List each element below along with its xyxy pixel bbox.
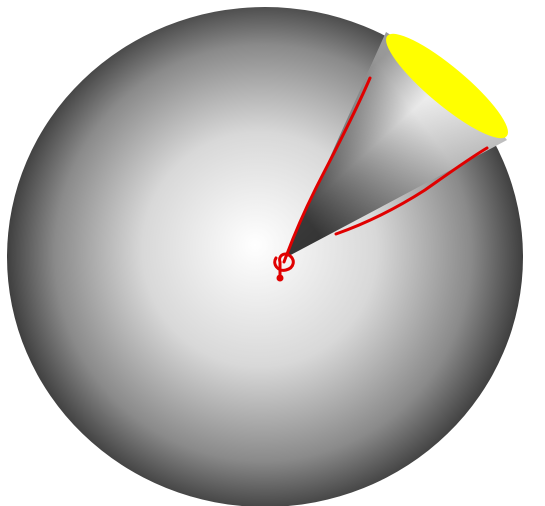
apex-dot (276, 274, 284, 282)
cone-base-cap (386, 33, 508, 139)
red-angle-arc (273, 252, 295, 278)
red-edge-line-left (282, 76, 372, 264)
red-edge-line-right (334, 146, 489, 236)
